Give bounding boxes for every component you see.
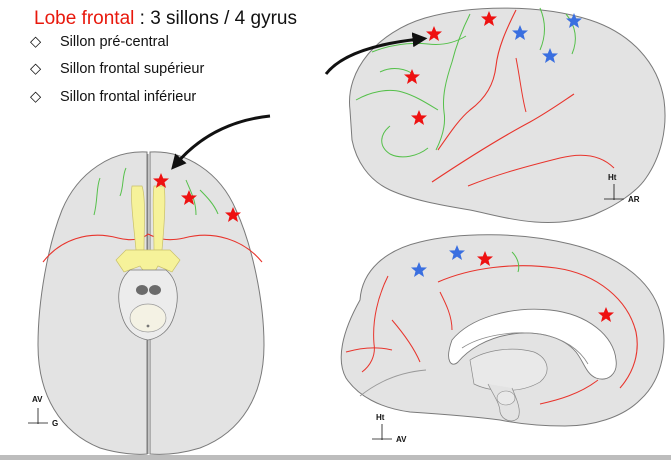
axis-label-right: G <box>52 419 58 428</box>
rostral-sulcus <box>539 379 599 405</box>
subparietal-sulcus <box>439 291 453 331</box>
calcarine-sulcus <box>345 347 393 353</box>
bullet-text: Sillon frontal supérieur <box>60 61 205 77</box>
fornix <box>461 332 589 365</box>
axis-cross-icon <box>28 408 48 424</box>
diamond-icon: ◇ <box>30 61 42 77</box>
diamond-icon: ◇ <box>30 89 42 105</box>
medulla <box>129 303 167 333</box>
calcarine-gray <box>359 369 427 397</box>
superior-view-brain: AV G <box>28 151 265 455</box>
thalamus <box>469 348 548 391</box>
olfactory-bulb-right <box>152 185 166 251</box>
axis-label-right: AV <box>396 435 407 444</box>
parieto-occipital-sulcus <box>361 275 389 373</box>
pons-medial <box>496 390 516 406</box>
axis-label-up: Ht <box>376 413 385 422</box>
temporal-sulcus <box>467 154 615 187</box>
bullet-item: ◇ Sillon frontal supérieur <box>30 61 204 77</box>
right-hemisphere <box>149 151 265 455</box>
axis-label-up: Ht <box>608 173 617 182</box>
medial-sulcus <box>391 319 421 363</box>
pons-right <box>149 285 161 295</box>
axis-cross-icon <box>372 424 392 440</box>
bullet-text: Sillon frontal inférieur <box>60 89 197 105</box>
axis-cross-icon <box>604 184 624 200</box>
parietal-sulcus <box>565 13 576 55</box>
lateral-view-brain: Ht AR <box>349 7 666 223</box>
left-hemisphere <box>37 151 148 455</box>
superior-frontal-sulcus <box>371 35 467 53</box>
axis-label-right: AR <box>628 195 640 204</box>
frontal-sulcus-left <box>119 167 127 197</box>
medial-view-brain: Ht AV <box>340 234 665 444</box>
slide-title: Lobe frontal : 3 sillons / 4 gyrus <box>34 8 297 30</box>
paracentral-sulcus <box>511 251 520 273</box>
cingulate-sulcus <box>437 265 638 389</box>
central-sulcus <box>437 9 517 151</box>
title-count: : 3 sillons / 4 gyrus <box>134 8 297 29</box>
bullet-item: ◇ Sillon frontal inférieur <box>30 89 196 105</box>
bullet-text: Sillon pré-central <box>60 34 169 50</box>
axis-label-up: AV <box>32 395 43 404</box>
curved-arrow-icon <box>324 32 428 75</box>
precentral-sulcus <box>435 13 471 151</box>
lateral-hemisphere <box>349 7 666 223</box>
inferior-frontal-sulcus <box>355 89 439 111</box>
title-lobe: Lobe frontal <box>34 8 135 29</box>
lateral-sulcus <box>431 93 575 183</box>
central-sulcus <box>42 233 263 263</box>
diamond-icon: ◇ <box>30 34 42 50</box>
parietal-sulcus <box>539 7 545 51</box>
frontal-sulcus-left <box>93 177 101 216</box>
frontal-gyrus-outline <box>381 125 429 158</box>
corpus-callosum <box>448 308 617 380</box>
medulla-dot <box>146 324 150 328</box>
curved-arrow-icon <box>171 114 271 170</box>
frontal-sulcus-right <box>199 189 219 215</box>
bullet-item: ◇ Sillon pré-central <box>30 34 169 50</box>
postcentral-sulcus <box>515 57 527 113</box>
bottom-border <box>0 455 671 460</box>
pons-left <box>136 285 148 295</box>
